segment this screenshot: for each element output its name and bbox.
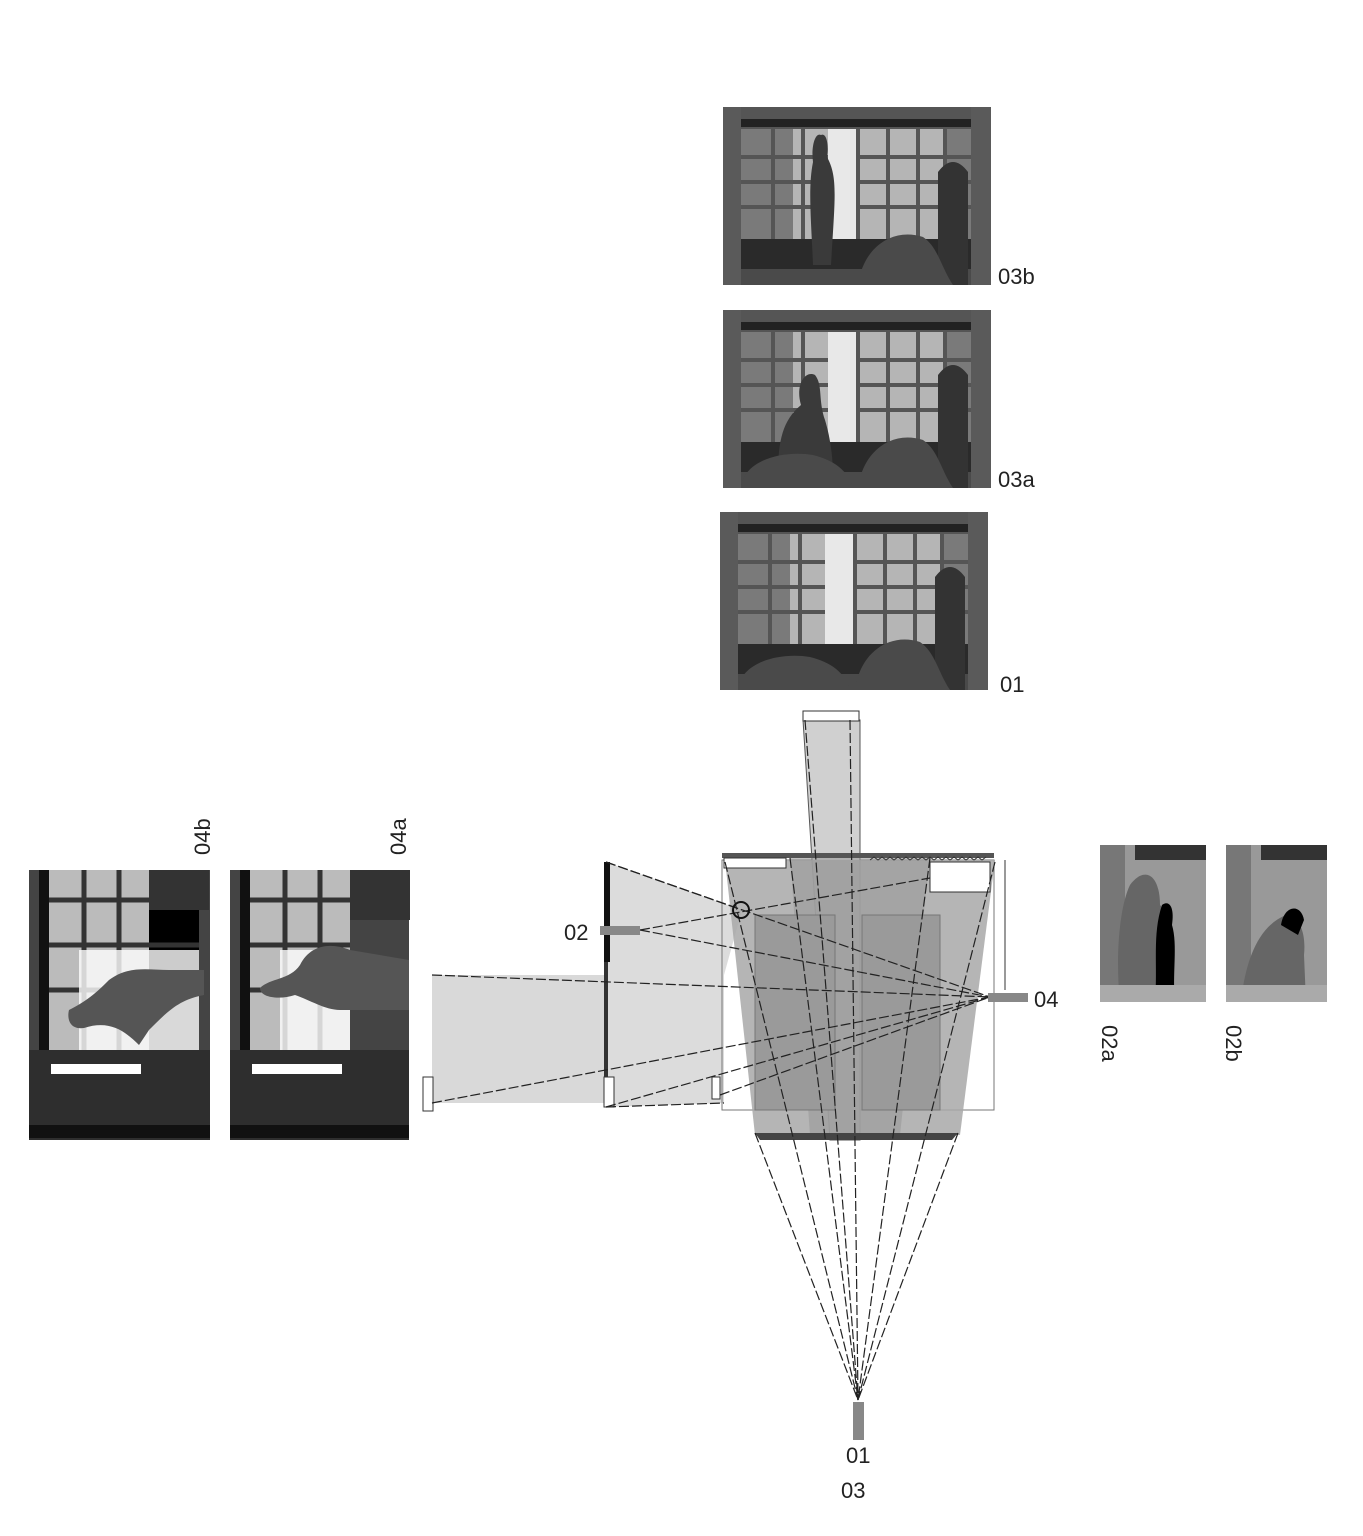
- frame-04b-image: [29, 870, 210, 1140]
- frame-02b-image: [1226, 845, 1327, 1002]
- label-03b: 03b: [998, 264, 1035, 289]
- label-04b: 04b: [190, 818, 215, 855]
- label-03a: 03a: [998, 467, 1035, 492]
- frame-01-image: [718, 510, 990, 692]
- camera-02-marker: [600, 926, 640, 935]
- camera-01-marker: [853, 1402, 864, 1440]
- frame-04a-image: [230, 870, 410, 1140]
- plan-view: [422, 710, 1006, 1401]
- frame-02a-image: [1100, 845, 1206, 1002]
- frame-03b-image: [721, 105, 993, 287]
- label-04a: 04a: [386, 818, 411, 855]
- label-camera-03: 03: [841, 1478, 866, 1503]
- label-camera-01: 01: [846, 1443, 871, 1468]
- camera-04-marker: [988, 993, 1028, 1002]
- label-02b: 02b: [1221, 1025, 1246, 1062]
- label-camera-02: 02: [564, 920, 589, 945]
- label-camera-04: 04: [1034, 987, 1059, 1012]
- frame-03a-image: [721, 308, 993, 490]
- label-01-frame: 01: [1000, 672, 1025, 697]
- label-02a: 02a: [1097, 1025, 1122, 1062]
